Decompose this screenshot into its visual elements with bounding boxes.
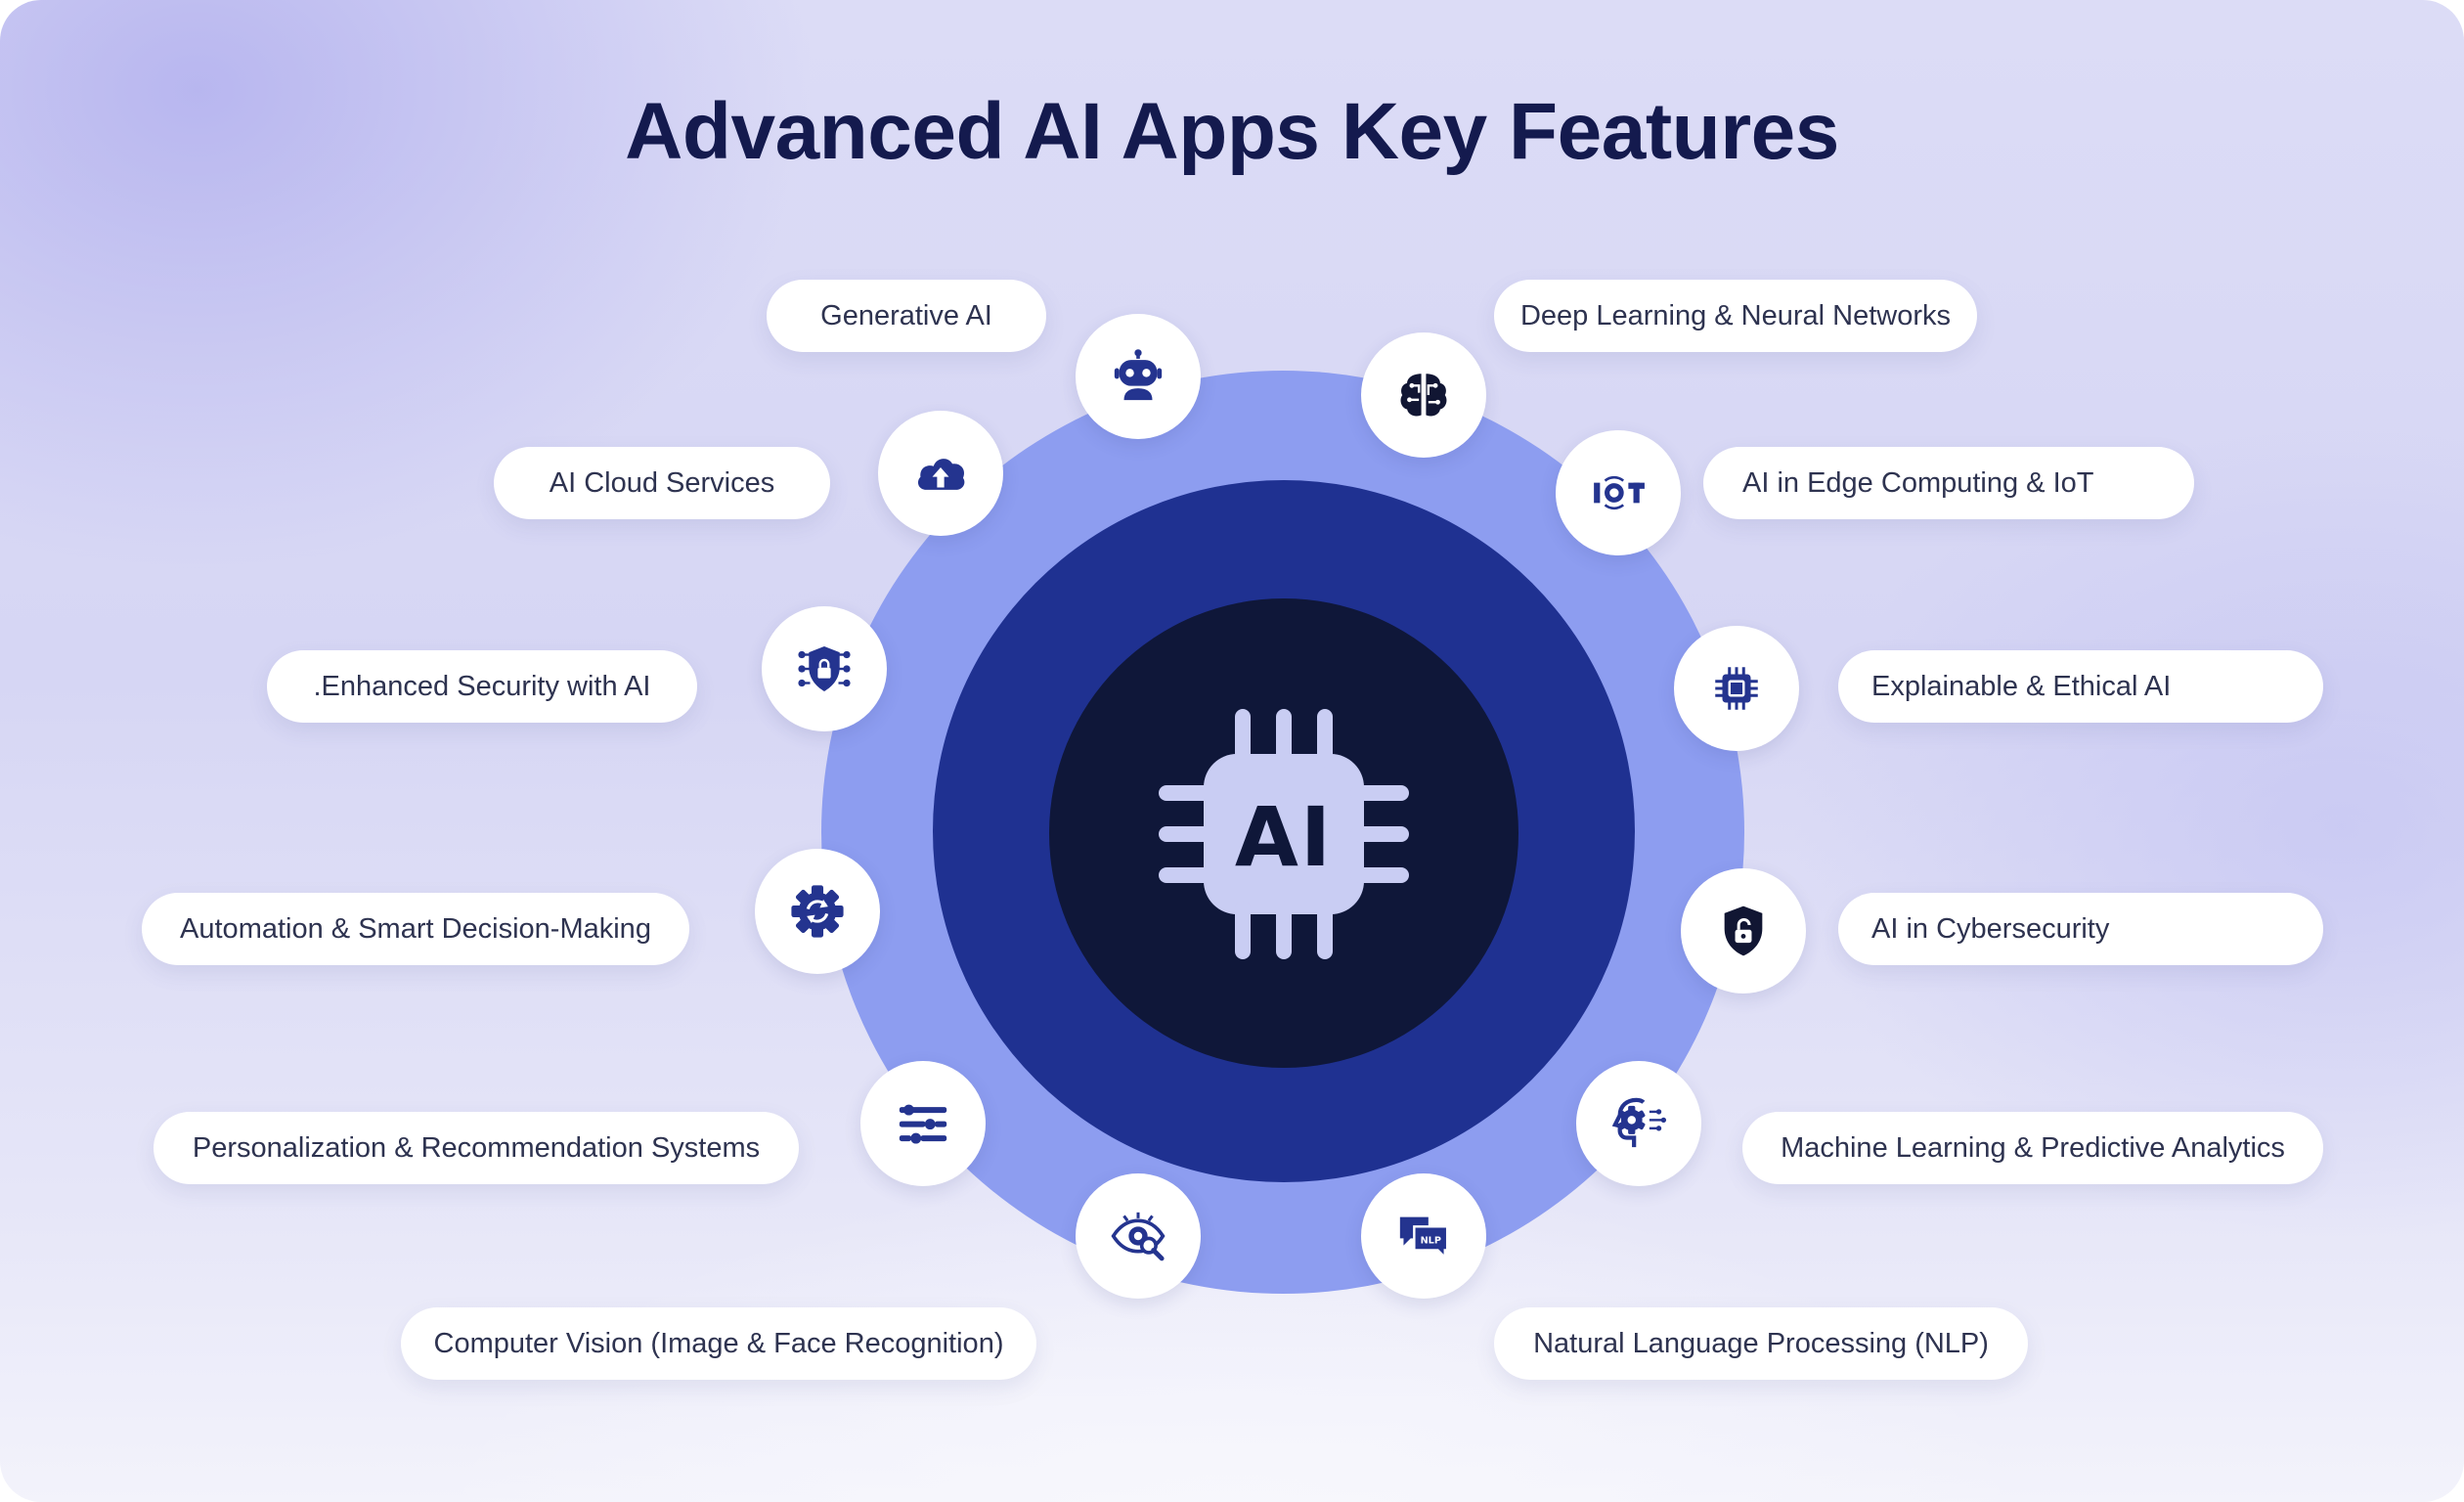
sliders-icon [860, 1061, 986, 1186]
ai-chip-icon: AI [1159, 709, 1409, 959]
shield-lock-network-icon [762, 606, 887, 731]
feature-label-automation-decision-making: Automation & Smart Decision-Making [142, 893, 689, 965]
nlp-chat-icon: NLP [1361, 1173, 1486, 1299]
svg-text:NLP: NLP [1421, 1235, 1441, 1246]
shield-padlock-icon [1681, 868, 1806, 994]
feature-label-personalization: Personalization & Recommendation Systems [154, 1112, 799, 1184]
eye-scan-icon [1076, 1173, 1201, 1299]
feature-label-machine-learning: Machine Learning & Predictive Analytics [1742, 1112, 2323, 1184]
feature-label-edge-computing-iot: AI in Edge Computing & IoT [1703, 447, 2194, 519]
processor-icon [1674, 626, 1799, 751]
feature-label-generative-ai: Generative AI [767, 280, 1046, 352]
feature-label-explainable-ethical-ai: Explainable & Ethical AI [1838, 650, 2323, 723]
feature-label-ai-cybersecurity: AI in Cybersecurity [1838, 893, 2323, 965]
head-gear-icon [1576, 1061, 1701, 1186]
feature-label-enhanced-security: .Enhanced Security with AI [267, 650, 697, 723]
iot-icon [1556, 430, 1681, 555]
gear-refresh-icon [755, 849, 880, 974]
feature-label-nlp: Natural Language Processing (NLP) [1494, 1307, 2028, 1380]
center-label: AI [1235, 789, 1333, 885]
feature-label-ai-cloud-services: AI Cloud Services [494, 447, 830, 519]
feature-label-deep-learning: Deep Learning & Neural Networks [1494, 280, 1977, 352]
page-title: Advanced AI Apps Key Features [625, 87, 1839, 176]
cloud-upload-icon [878, 411, 1003, 536]
brain-circuit-icon [1361, 332, 1486, 458]
robot-icon [1076, 314, 1201, 439]
feature-label-computer-vision: Computer Vision (Image & Face Recognitio… [401, 1307, 1036, 1380]
